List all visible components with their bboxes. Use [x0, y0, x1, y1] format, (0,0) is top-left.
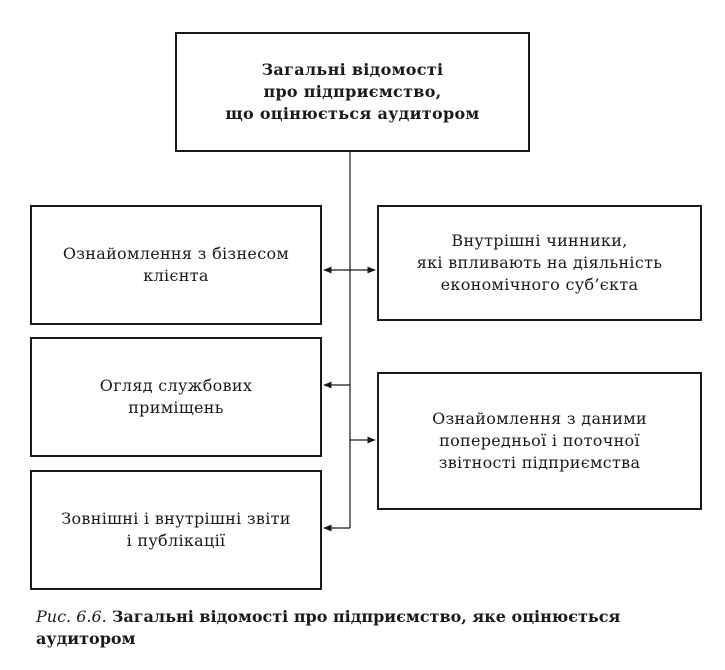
caption-label: Рис. 6.6. [36, 607, 107, 626]
box-line: звітності підприємства [438, 453, 641, 472]
box-line: економічного суб’єкта [440, 275, 639, 294]
box-internal-factors: Внутрішні чинники, які впливають на діял… [377, 205, 702, 321]
box-line: попередньої і поточної [439, 431, 640, 450]
box-line: і публікації [126, 531, 226, 550]
top-box-line: про підприємство, [263, 82, 442, 101]
box-line: Зовнішні і внутрішні звіти [61, 509, 291, 528]
box-business-familiarization: Ознайомлення з бізнесом клієнта [30, 205, 322, 325]
box-premises-review: Огляд службових приміщень [30, 337, 322, 457]
top-box-line: Загальні відомості [261, 60, 444, 79]
box-reports-publications: Зовнішні і внутрішні звіти і публікації [30, 470, 322, 590]
box-line: Ознайомлення з даними [432, 409, 647, 428]
box-line: Огляд службових [99, 376, 253, 395]
caption-text: Загальні відомості про підприємство, яке… [36, 607, 621, 648]
top-box-line: що оцінюється аудитором [225, 104, 480, 123]
box-line: Внутрішні чинники, [451, 231, 628, 250]
box-financial-statements: Ознайомлення з даними попередньої і пото… [377, 372, 702, 510]
box-line: приміщень [128, 398, 224, 417]
box-line: клієнта [143, 266, 209, 285]
box-line: які впливають на діяльність [416, 253, 663, 272]
figure-caption: Рис. 6.6. Загальні відомості про підприє… [36, 606, 706, 650]
box-line: Ознайомлення з бізнесом [62, 244, 290, 263]
top-box-general-info: Загальні відомості про підприємство, що … [175, 32, 530, 152]
